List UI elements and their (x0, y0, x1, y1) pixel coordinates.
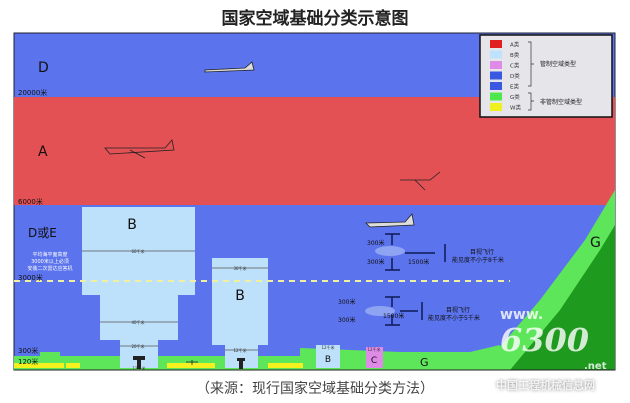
note-line: 安装二次雷达应答机 (27, 265, 72, 272)
radius-label: 60千米 (131, 248, 144, 254)
vfr-lower-line1: 目视飞行 (446, 306, 470, 314)
vfr-upper-line2: 能见度不小于8千米 (452, 256, 504, 264)
zone-w (66, 363, 80, 368)
airplane-icon (204, 61, 255, 73)
note-line: 平均海平面高度 (32, 251, 67, 258)
legend-uncontrolled: 非管制空域类型 (540, 98, 582, 106)
diagram-title: 国家空域基础分类示意图 (221, 9, 409, 29)
zone-b-large (82, 207, 195, 368)
zone-de-label: D或E (28, 226, 57, 240)
watermark-site: www. (500, 307, 544, 323)
altitude-6000: 6000米 (18, 197, 43, 206)
legend-swatch (490, 92, 502, 101)
airplane-icon (104, 139, 175, 159)
note-line: 3000米以上必须 (31, 258, 69, 265)
cloud-icon (365, 306, 395, 316)
zone-w (268, 363, 303, 368)
legend-label: E类 (510, 83, 519, 91)
legend-label: W类 (510, 104, 521, 112)
legend-label: G类 (510, 93, 520, 101)
radius-label: 12千米 (367, 346, 380, 352)
radius-label: 20千米 (131, 343, 144, 349)
legend-swatch (490, 103, 502, 111)
legend-swatch (490, 40, 502, 48)
legend-swatch (490, 71, 502, 80)
vfr-upper-up: 300米 (367, 239, 384, 247)
fighter-jet-icon (400, 171, 441, 191)
legend-controlled: 管制空域类型 (540, 60, 576, 68)
zone-g-mountain-label: G (590, 235, 601, 251)
caption: （来源：现行国家空域基础分类方法） (196, 381, 434, 397)
zone-c-label: C (371, 356, 377, 366)
zone-a-label: A (38, 144, 48, 160)
mountain-dark (510, 225, 615, 370)
radius-label: 12千米 (233, 347, 246, 353)
vfr-lower-down: 300米 (338, 316, 355, 324)
altitude-120: 120米 (18, 357, 38, 366)
vfr-upper-dist: 1500米 (408, 258, 429, 266)
legend-label: C类 (510, 62, 520, 70)
legend-swatch (490, 61, 502, 69)
radius-label: 30千米 (233, 265, 246, 271)
helicopter-icon (186, 360, 198, 365)
vfr-lower-dist: 1500米 (383, 312, 404, 320)
legend-label: A类 (510, 41, 520, 49)
cloud-icon (375, 246, 405, 256)
vfr-lower-up: 300米 (338, 298, 355, 306)
watermark-name: 中国工程机械信息网 (496, 379, 595, 392)
zone-d-label: D (38, 60, 49, 76)
altitude-300: 300米 (18, 346, 38, 355)
zone-c (366, 347, 383, 368)
legend: A类 B类 C类 D类 E类 G类 W类 管制空域类型 非管制空域类型 (479, 34, 613, 118)
airplane-icon (365, 213, 415, 228)
zone-g-label: G (420, 356, 429, 369)
zone-b-small (316, 345, 340, 368)
vfr-upper-line1: 目视飞行 (470, 248, 494, 256)
radius-label: 40千米 (131, 319, 144, 325)
zone-b-small-label: B (325, 355, 331, 365)
watermark-tld: .net (584, 361, 607, 372)
altitude-20000: 20000米 (18, 88, 47, 97)
zone-b-medium (212, 258, 268, 368)
control-tower-icon (133, 356, 245, 369)
vfr-lower-line2: 能见度不小于5千米 (428, 314, 480, 322)
zone-w (167, 363, 215, 368)
radius-label: 12千米 (321, 344, 334, 350)
altitude-3000: 3000米 (18, 273, 43, 282)
watermark-number: 6300 (500, 321, 590, 359)
zone-b-medium-label: B (235, 288, 245, 304)
zone-w (14, 363, 64, 368)
legend-label: D类 (510, 72, 520, 80)
legend-swatch (490, 82, 502, 90)
legend-swatch (490, 50, 502, 59)
zone-b-large-label: B (127, 217, 137, 233)
vfr-upper-down: 300米 (367, 258, 384, 266)
legend-label: B类 (510, 51, 520, 59)
